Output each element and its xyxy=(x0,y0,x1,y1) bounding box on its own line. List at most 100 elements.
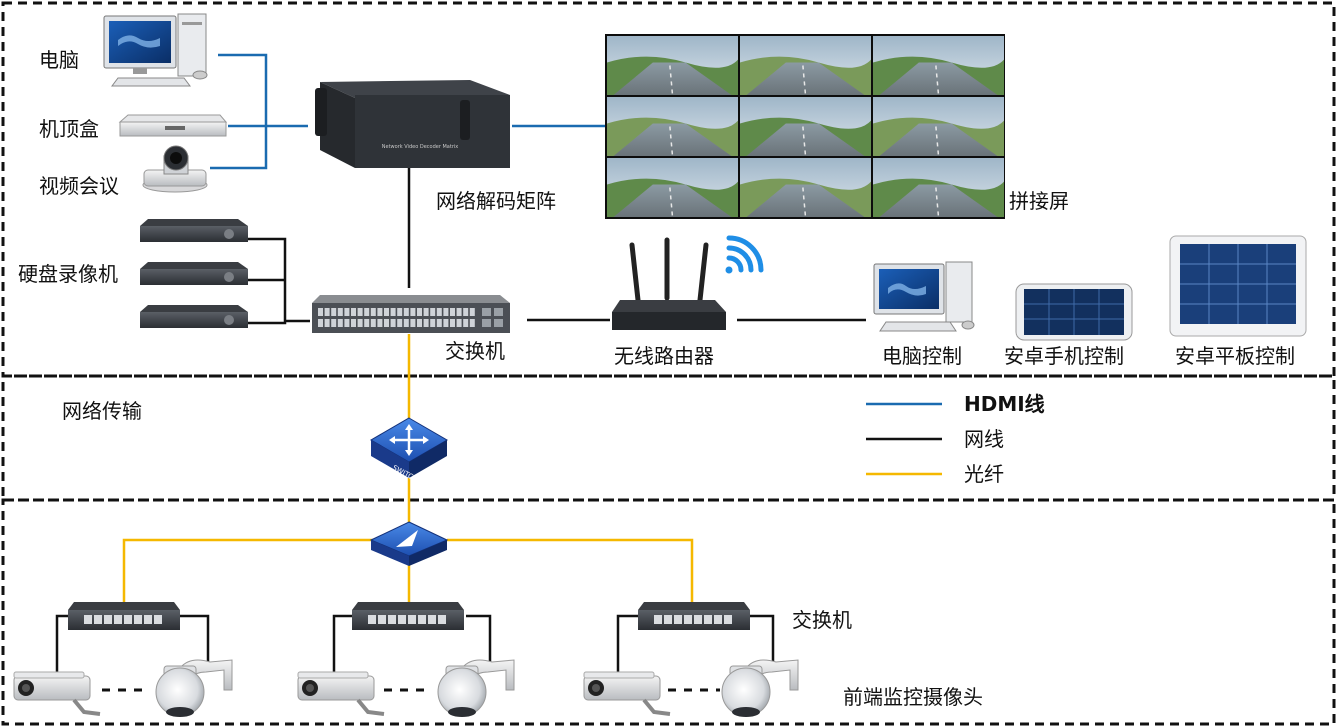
dome-camera-icon xyxy=(721,659,799,717)
video-wall-tile xyxy=(607,36,738,96)
edge-switch-port xyxy=(134,615,142,624)
switch-port xyxy=(463,308,469,316)
edge-switch-port xyxy=(674,615,682,624)
switch-port xyxy=(318,308,323,316)
video-wall-tile xyxy=(873,36,1004,96)
switch-port xyxy=(436,308,442,316)
nvr-unit xyxy=(140,262,248,285)
fiber-aggregator-icon xyxy=(369,521,449,566)
switch-port xyxy=(436,319,442,327)
network-section-border xyxy=(1,374,1336,502)
edge-switch-icon xyxy=(352,602,464,630)
switch-port xyxy=(377,308,383,316)
video-wall-tile xyxy=(740,158,871,218)
switch-port xyxy=(351,319,356,327)
switch-port xyxy=(450,308,455,316)
legend xyxy=(866,402,942,476)
switch-port xyxy=(430,308,436,316)
switch-port xyxy=(423,308,429,316)
edge-switch-port xyxy=(94,615,102,624)
label-cameras: 前端监控摄像头 xyxy=(843,685,983,709)
switch-port xyxy=(430,319,436,327)
label-nvr: 硬盘录像机 xyxy=(18,262,118,286)
label-pc: 电脑 xyxy=(39,48,79,72)
edge-switch-port xyxy=(418,615,426,624)
switch-uplink-port xyxy=(494,319,503,327)
switch-port xyxy=(403,308,409,316)
switch-port xyxy=(410,308,416,316)
pc-icon xyxy=(103,13,208,87)
core-switch-icon xyxy=(312,295,510,333)
edge-switch-port xyxy=(388,615,396,624)
edge-switch-port xyxy=(144,615,152,624)
decoder-plate-text: Network Video Decoder Matrix xyxy=(382,144,458,150)
edge-switch-port xyxy=(684,615,692,624)
wifi-icon xyxy=(725,235,764,274)
switch-port xyxy=(324,308,330,316)
switch-port xyxy=(469,319,475,327)
nvr-unit xyxy=(140,305,248,328)
switch-port xyxy=(384,319,389,327)
switch-port xyxy=(469,308,475,316)
switch-port xyxy=(331,308,337,316)
label-network-section: 网络传输 xyxy=(62,399,142,423)
edge-switch-port xyxy=(114,615,122,624)
switch-port xyxy=(390,319,396,327)
switch-port xyxy=(450,319,455,327)
switch-port xyxy=(351,308,356,316)
switch-port xyxy=(377,319,383,327)
edge-switch-port xyxy=(368,615,376,624)
label-decoder: 网络解码矩阵 xyxy=(436,189,556,213)
video-wall xyxy=(605,34,1005,219)
switch-port xyxy=(417,319,422,327)
video-wall-tile xyxy=(873,158,1004,218)
label-switch-core: 交换机 xyxy=(445,339,505,363)
video-wall-tile xyxy=(740,36,871,96)
legend-hdmi-label: HDMI线 xyxy=(964,392,1045,416)
edge-switch-port xyxy=(724,615,732,624)
switch-port xyxy=(443,319,449,327)
switch-port xyxy=(344,319,350,327)
label-router: 无线路由器 xyxy=(614,344,714,368)
decoder-matrix-icon: Network Video Decoder Matrix xyxy=(315,80,510,168)
label-vconf: 视频会议 xyxy=(39,174,119,198)
frontend-section-border xyxy=(1,498,1336,726)
dome-camera-icon xyxy=(437,659,515,717)
switch-port xyxy=(337,319,343,327)
switch-port xyxy=(456,319,462,327)
edge-switch-port xyxy=(124,615,132,624)
android-phone-icon xyxy=(1015,283,1133,341)
wireless-router-icon xyxy=(612,237,726,330)
edge-switch-port xyxy=(664,615,672,624)
switch-port xyxy=(384,308,389,316)
bullet-camera-icon xyxy=(297,671,385,716)
switch-port xyxy=(443,308,449,316)
fiber-lines xyxy=(122,334,694,602)
edge-switch-icon xyxy=(68,602,180,630)
switch-port xyxy=(370,319,376,327)
switch-port xyxy=(423,319,429,327)
switch-port xyxy=(410,319,416,327)
switch-port xyxy=(324,319,330,327)
video-conference-icon xyxy=(142,145,208,193)
switch-port xyxy=(370,308,376,316)
edge-switch-port xyxy=(154,615,162,624)
switch-uplink-port xyxy=(494,308,503,316)
video-wall-tile xyxy=(607,97,738,157)
switch-port xyxy=(456,308,462,316)
switch-port xyxy=(337,308,343,316)
legend-fiber-label: 光纤 xyxy=(964,462,1004,486)
switch-uplink-port xyxy=(482,319,491,327)
switch-port xyxy=(403,319,409,327)
edge-switch-port xyxy=(408,615,416,624)
legend-ethernet-label: 网线 xyxy=(964,427,1004,451)
bullet-camera-icon xyxy=(13,671,101,716)
control-section-border xyxy=(1,1,1336,378)
hdmi-lines xyxy=(210,53,605,170)
switch-port xyxy=(397,319,403,327)
network-switch-icon: SWITCH xyxy=(370,417,448,484)
switch-port xyxy=(331,319,337,327)
switch-port xyxy=(463,319,469,327)
switch-port xyxy=(397,308,403,316)
